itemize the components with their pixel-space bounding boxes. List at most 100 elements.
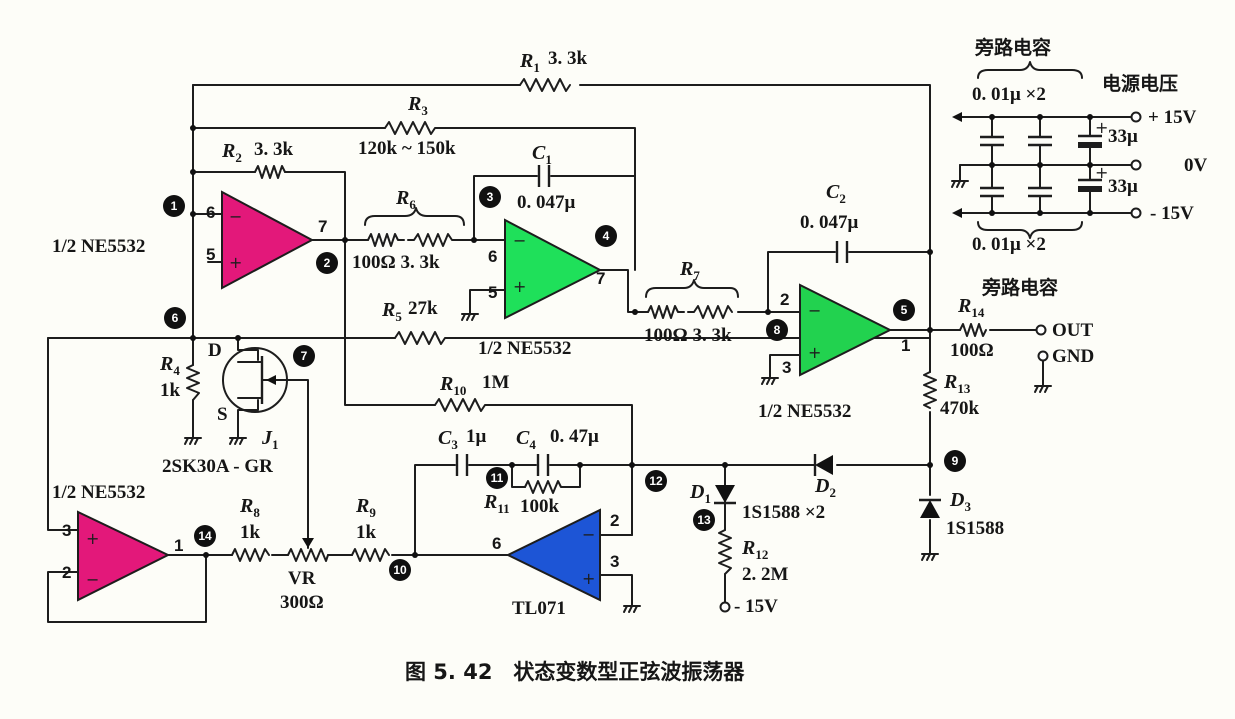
opamp-u1a-pin-out: 7 (318, 217, 327, 236)
neg-supply-terminal[interactable] (1130, 207, 1142, 219)
r10-ref: R10 (439, 373, 466, 398)
opamp-u1a-label: 1/2 NE5532 (52, 236, 145, 257)
opamp-u2a: − + 6 5 7 1/2 NE5532 (478, 218, 605, 359)
r2-ref: R2 (221, 140, 242, 165)
test-point-label: 5 (901, 303, 908, 317)
test-point-5: 5 (893, 299, 915, 321)
electrolytic-cap-2-value: 33μ (1108, 176, 1138, 197)
opamp-u1b-pin-inv: 2 (62, 563, 71, 582)
opamp-u2b: − + 2 3 1 1/2 NE5532 (758, 283, 910, 422)
r13-value: 470k (940, 398, 980, 419)
r3-value: 120k ~ 150k (358, 138, 456, 159)
r3-symbol (384, 121, 446, 135)
test-point-10: 10 (389, 559, 411, 581)
svg-text:+: + (1095, 163, 1108, 182)
r13-symbol (923, 371, 937, 409)
r14-value: 100Ω (950, 340, 994, 361)
c3-value: 1μ (466, 426, 487, 447)
test-point-label: 4 (603, 229, 610, 243)
r7b-symbol (687, 305, 733, 319)
r7-value: 100Ω 3. 3k (644, 325, 732, 346)
zero-supply-terminal[interactable] (1130, 159, 1142, 171)
r14-ref: R14 (957, 295, 985, 320)
r1-ref: R1 (519, 50, 540, 75)
d2-ref: D2 (814, 475, 836, 500)
gnd-terminal[interactable] (1037, 350, 1049, 362)
pos-supply-terminal[interactable] (1130, 111, 1142, 123)
r6-ref: R6 (395, 187, 416, 212)
r12-symbol (718, 529, 732, 575)
d1-ref: D1 (689, 481, 711, 506)
svg-text:+: + (1095, 118, 1108, 137)
test-point-label: 1 (171, 199, 178, 213)
opamp-u1b-minus: − (86, 570, 99, 589)
opamp-u1a: − + 6 5 7 1/2 NE5532 (52, 190, 327, 290)
vr-symbol (287, 548, 329, 562)
junction-dots (190, 114, 1093, 558)
capacitors: + + (455, 61, 1108, 476)
neg-supply-input-terminal[interactable] (719, 601, 731, 613)
r5-value: 27k (408, 298, 438, 319)
opamp-u2b-pin-out: 1 (901, 336, 910, 355)
test-point-label: 11 (491, 471, 504, 485)
out-terminal[interactable] (1035, 324, 1047, 336)
electrolytic-cap-1-value: 33μ (1108, 126, 1138, 147)
r9-value: 1k (356, 522, 377, 543)
c4-value: 0. 47μ (550, 426, 599, 447)
test-point-label: 13 (697, 513, 711, 527)
opamp-u2a-pin-inv: 6 (488, 247, 497, 266)
opamp-u1b-pin-out: 1 (174, 536, 183, 555)
test-point-3: 3 (479, 186, 501, 208)
bypass-caps-value-top: 0. 01μ ×2 (972, 84, 1046, 105)
opamp-u2b-label: 1/2 NE5532 (758, 401, 851, 422)
test-point-label: 7 (301, 349, 308, 363)
opamp-tl071-plus: + (582, 569, 595, 588)
opamp-u1b-label: 1/2 NE5532 (52, 482, 145, 503)
r10-value: 1M (482, 372, 510, 393)
opamp-u2a-minus: − (513, 231, 526, 250)
c1-value: 0. 047μ (517, 192, 576, 213)
pos-supply-label: + 15V (1148, 107, 1197, 128)
r8-value: 1k (240, 522, 261, 543)
test-point-label: 6 (172, 311, 179, 325)
out-terminal-label: OUT (1052, 320, 1094, 341)
opamp-u1b-plus: + (86, 529, 99, 548)
opamp-u2a-body (504, 218, 603, 320)
resistors (186, 78, 987, 575)
test-point-label: 2 (324, 256, 331, 270)
test-point-8: 8 (766, 319, 788, 341)
r9-symbol (351, 548, 390, 562)
opamp-u1a-pin-noninv: 5 (206, 245, 215, 264)
opamp-u1b-pin-noninv: 3 (62, 521, 71, 540)
opamp-tl071-pin-noninv: 3 (610, 552, 619, 571)
component-labels: R1 3. 3k R3 120k ~ 150k R2 3. 3k R6 100Ω… (159, 48, 1004, 613)
opamp-u2a-pin-out: 7 (596, 269, 605, 288)
d3-ref: D3 (949, 489, 971, 514)
opamp-tl071-pin-inv: 2 (610, 511, 619, 530)
r3-ref: R3 (407, 93, 428, 118)
test-point-6: 6 (164, 307, 186, 329)
opamp-u2b-body (799, 283, 893, 377)
diodes (714, 454, 941, 518)
test-point-label: 3 (487, 190, 494, 204)
r4-symbol (186, 364, 200, 401)
r10-symbol (434, 398, 496, 412)
supply-voltage-title: 电源电压 (1102, 72, 1178, 95)
r8-symbol (231, 548, 270, 562)
opamp-u2a-label: 1/2 NE5532 (478, 338, 571, 359)
c1-ref: C1 (532, 142, 552, 167)
test-point-label: 8 (774, 323, 781, 337)
opamp-u1a-minus: − (229, 207, 242, 226)
r14-symbol (959, 323, 987, 337)
j1-ref: J1 (261, 427, 279, 452)
c3-ref: C3 (438, 427, 458, 452)
neg-supply-input-label: - 15V (734, 596, 778, 617)
opamp-tl071-body (505, 508, 601, 602)
test-point-2: 2 (316, 252, 338, 274)
opamp-u2b-pin-inv: 2 (780, 290, 789, 309)
jfet-j1 (222, 347, 291, 413)
c2-ref: C2 (826, 181, 846, 206)
r6b-symbol (407, 233, 463, 247)
